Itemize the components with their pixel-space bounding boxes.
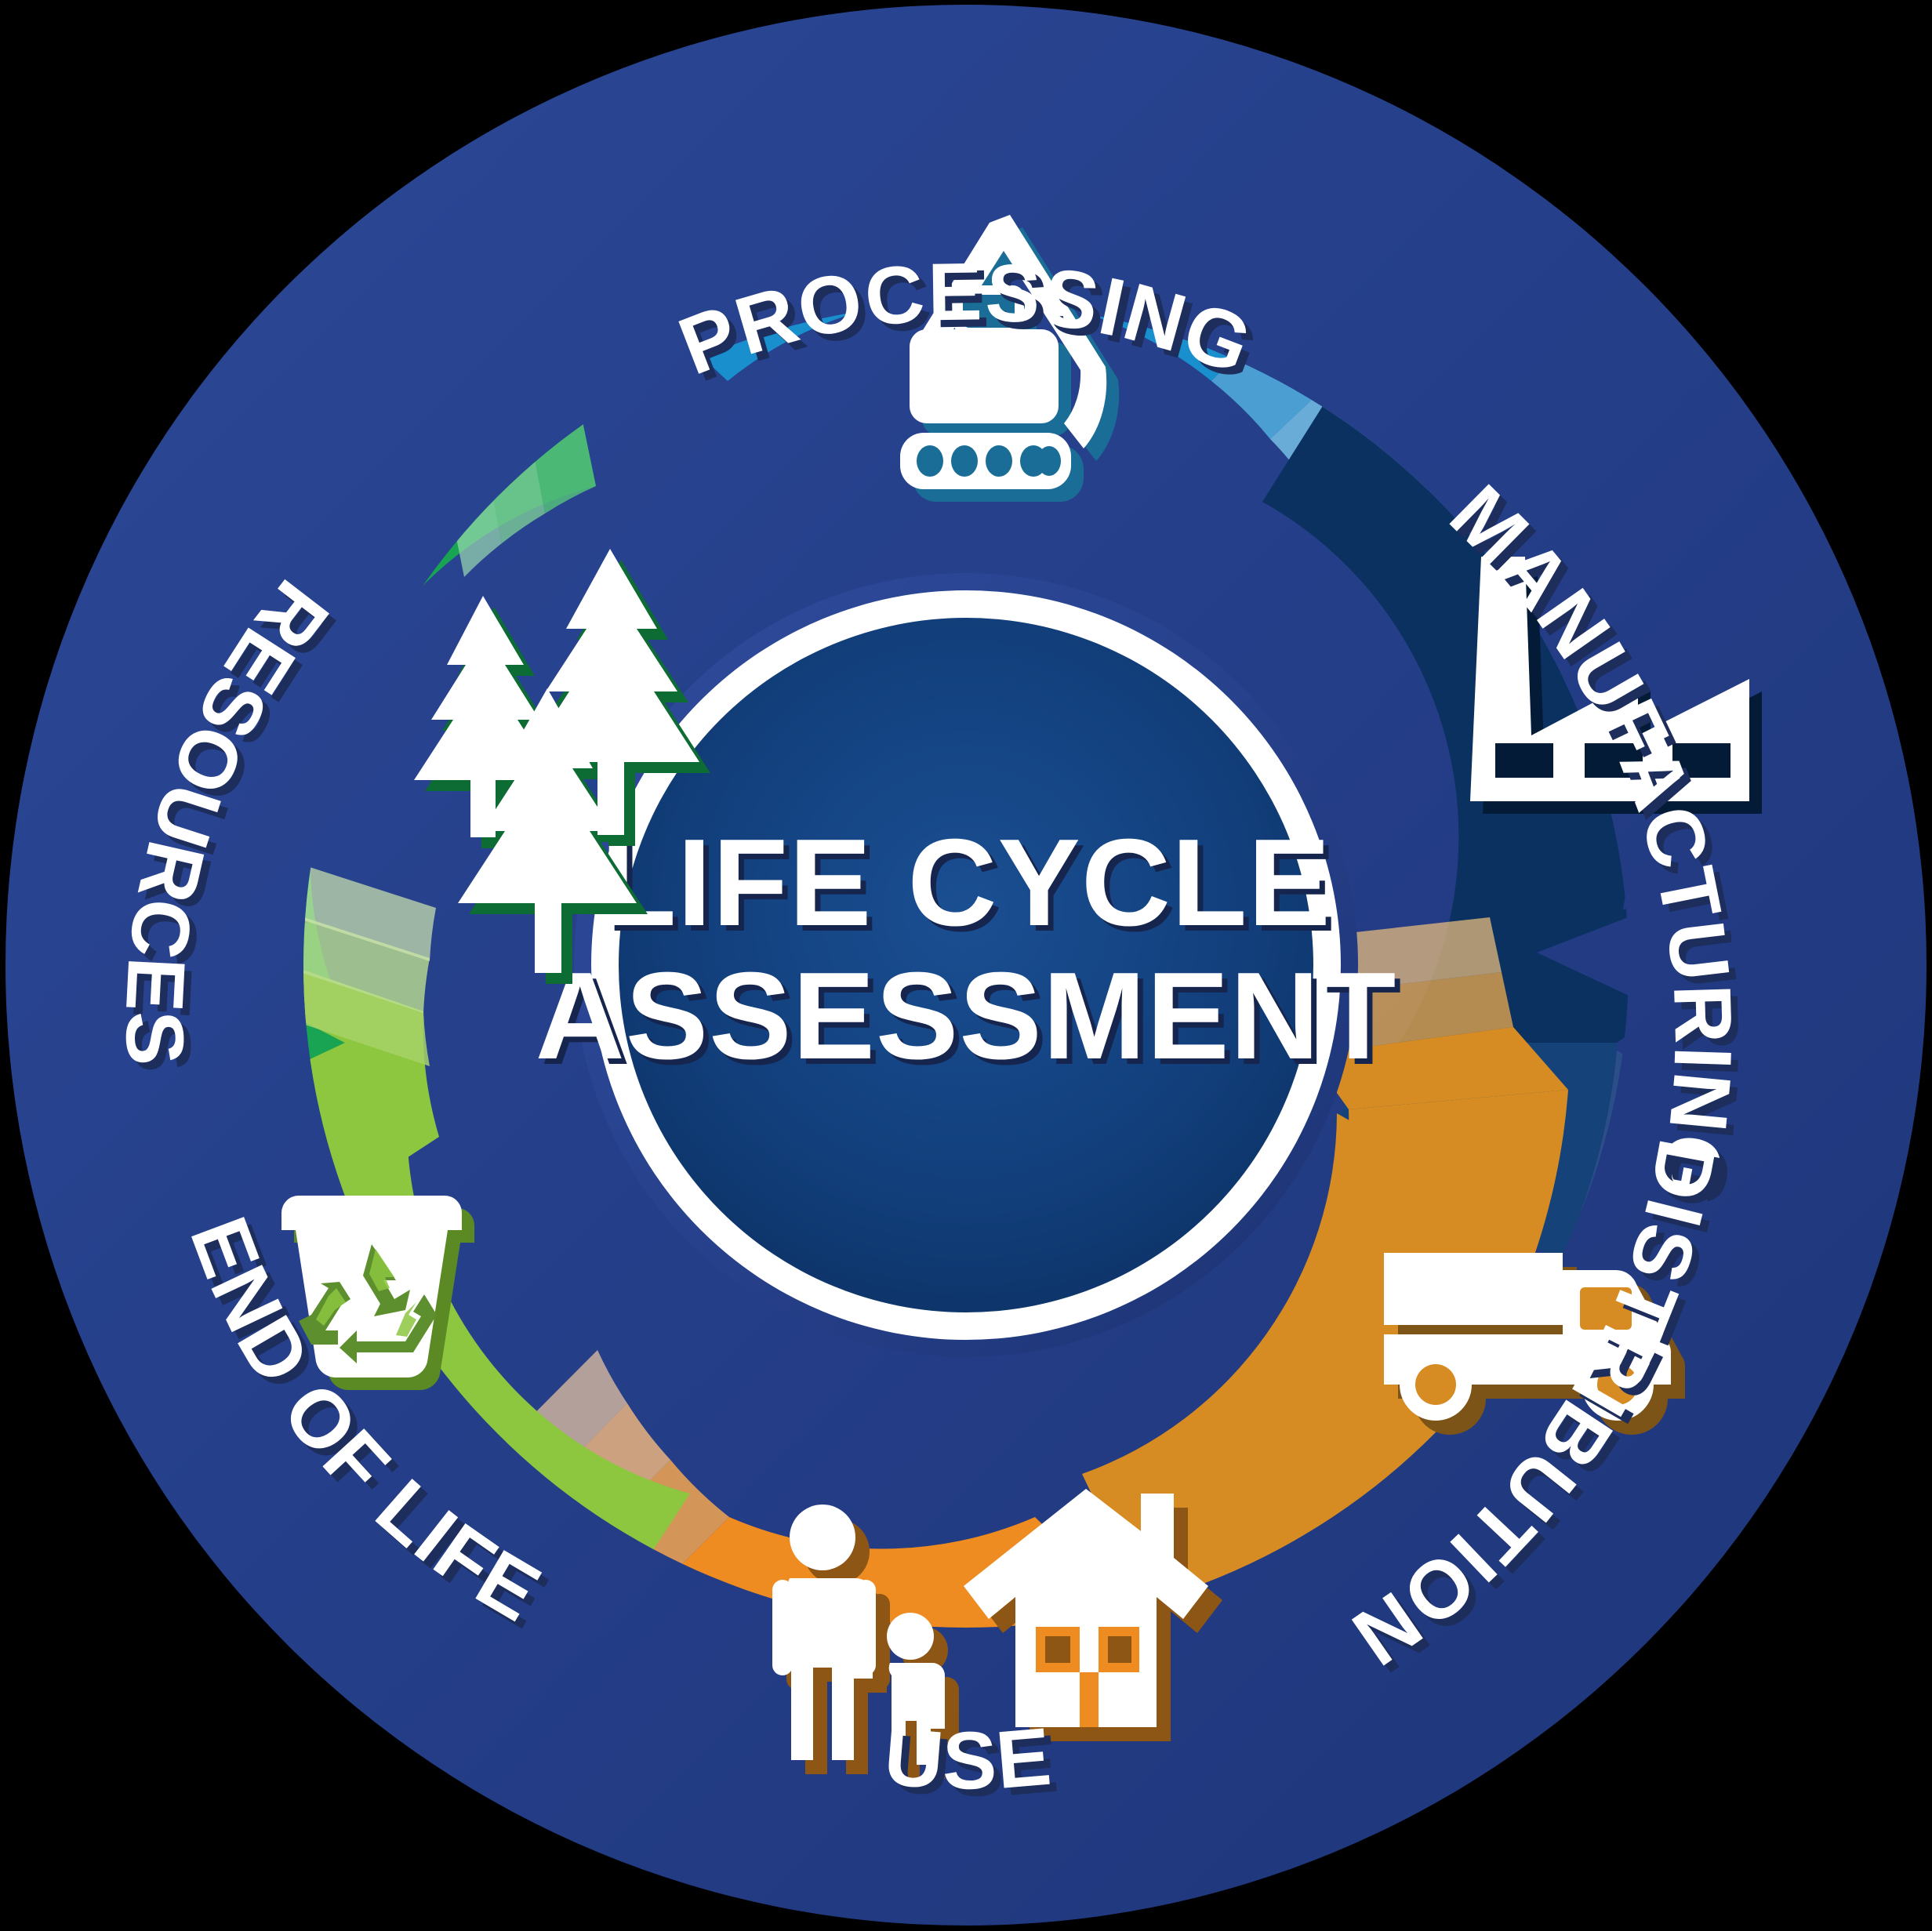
center-title-group: LIFE CYCLE LIFE CYCLE ASSESSMENT ASSESSM… — [536, 814, 1403, 1091]
delivery-truck-icon — [1384, 1253, 1686, 1435]
center-hub — [574, 573, 1358, 1357]
family-house-icon — [772, 1489, 1222, 1779]
label-use-shadow: USE — [888, 1718, 1062, 1813]
center-title-line2: ASSESSMENT — [536, 947, 1397, 1085]
label-use: USE — [881, 1711, 1055, 1806]
center-title-line2-shadow: ASSESSMENT — [541, 953, 1403, 1091]
center-title-line1-shadow: LIFE CYCLE — [606, 819, 1337, 957]
excavator-icon — [900, 215, 1120, 502]
center-title-line1: LIFE CYCLE — [601, 814, 1331, 952]
factory-icon — [1470, 557, 1762, 814]
pine-trees-icon — [414, 549, 710, 984]
recycle-bin-icon — [281, 1196, 474, 1390]
